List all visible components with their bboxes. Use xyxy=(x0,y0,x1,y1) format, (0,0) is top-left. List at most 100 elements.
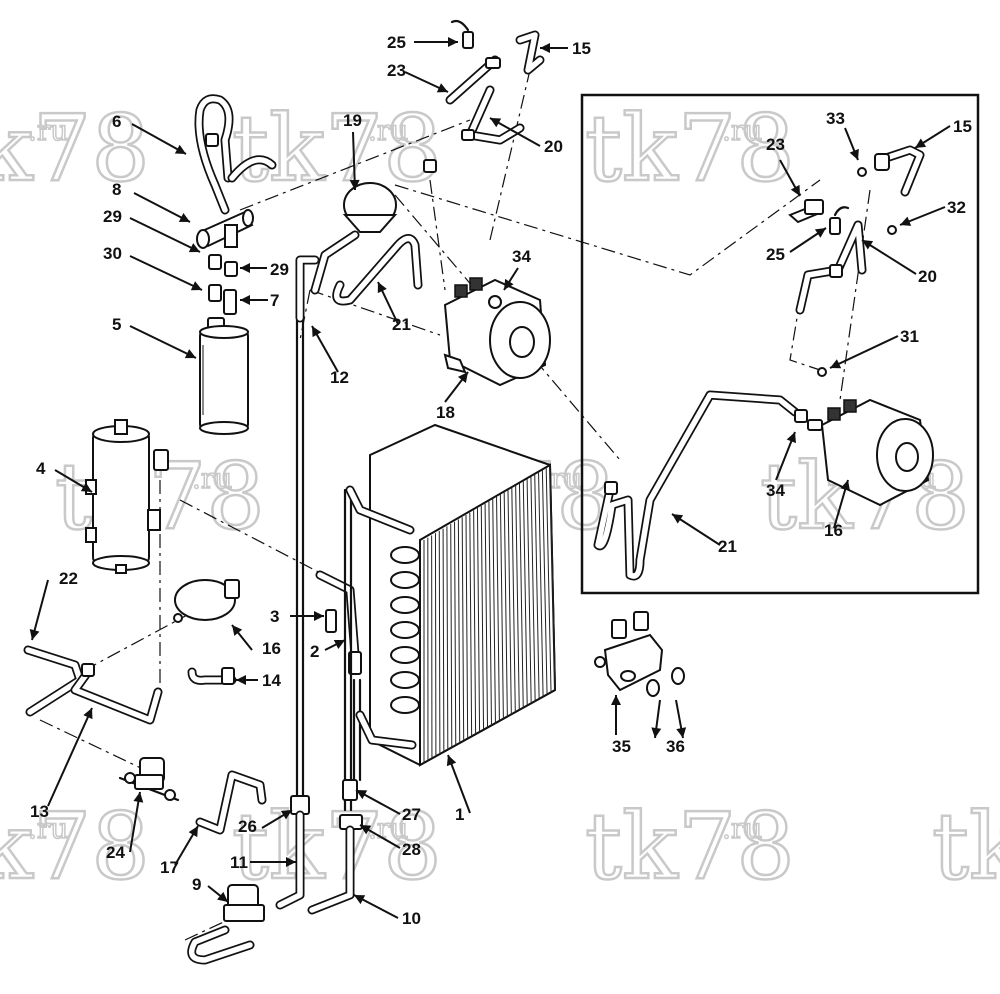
condenser-fin xyxy=(549,464,556,691)
leader-arrowhead xyxy=(286,857,296,867)
inset-callout-16: 16 xyxy=(824,521,843,540)
callout-30: 30 xyxy=(103,244,122,263)
condenser-fin xyxy=(545,467,552,693)
leader-line xyxy=(129,325,197,359)
line-11-12 xyxy=(275,255,320,910)
inset-callout-34: 34 xyxy=(766,481,785,500)
condenser-fin xyxy=(499,494,504,719)
leader-arrowhead xyxy=(349,179,360,190)
leader-arrowhead xyxy=(29,629,40,640)
manifold-35 xyxy=(594,611,685,697)
condenser-fin xyxy=(442,528,445,752)
condenser-fin xyxy=(534,474,540,699)
watermark-suffix: .ru xyxy=(368,812,408,845)
watermark-suffix: .ru xyxy=(722,114,762,147)
solenoid-valve-9 xyxy=(187,884,265,965)
callout-24: 24 xyxy=(106,843,125,862)
callout-10: 10 xyxy=(402,909,421,928)
callout-25: 25 xyxy=(387,33,406,52)
callout-2: 2 xyxy=(310,642,319,661)
condenser-fin xyxy=(515,485,520,710)
callout-20: 20 xyxy=(544,137,563,156)
leader-arrowhead xyxy=(540,43,550,53)
callout-27: 27 xyxy=(402,805,421,824)
receiver-tank-5 xyxy=(199,317,249,435)
leader-arrows xyxy=(29,37,951,919)
condenser-fin xyxy=(541,469,548,695)
tee-fitting-8 xyxy=(196,209,254,249)
watermark-text: tk78 xyxy=(585,95,795,202)
leader-arrowhead xyxy=(174,144,186,154)
callout-28: 28 xyxy=(402,840,421,859)
watermark-suffix: .ru xyxy=(28,812,68,845)
callout-16: 16 xyxy=(262,639,281,658)
callout-29: 29 xyxy=(270,260,289,279)
leader-arrowhead xyxy=(446,755,457,767)
leader-arrowhead xyxy=(814,228,826,238)
callout-12: 12 xyxy=(330,368,349,387)
condenser-fin xyxy=(511,487,516,713)
filter-drier-16 xyxy=(173,579,240,623)
leader-arrowhead xyxy=(786,432,796,444)
bent-tube-21 xyxy=(332,234,423,306)
filter-19 xyxy=(310,182,398,295)
callout-1: 1 xyxy=(455,805,464,824)
callout-8: 8 xyxy=(112,180,121,199)
leader-line xyxy=(447,754,471,814)
condenser-fin xyxy=(518,483,524,708)
leader-arrowhead xyxy=(133,792,144,803)
watermark-suffix: .ru xyxy=(192,462,232,495)
callout-11: 11 xyxy=(230,853,248,872)
leader-line xyxy=(133,192,191,223)
watermark-text: tk78 xyxy=(0,793,150,900)
elbow-14 xyxy=(187,667,237,685)
leader-line xyxy=(861,239,917,275)
leader-arrowhead xyxy=(83,708,93,720)
leader-arrowhead xyxy=(900,216,912,226)
leader-arrowhead xyxy=(504,278,514,290)
condenser-fin xyxy=(507,489,512,715)
leader-line xyxy=(31,579,49,641)
condenser-fin xyxy=(457,519,461,744)
callout-15: 15 xyxy=(572,39,591,58)
condenser-fin xyxy=(438,530,441,755)
callout-4: 4 xyxy=(36,459,46,478)
callout-6: 6 xyxy=(112,112,121,131)
leader-arrowhead xyxy=(830,359,842,369)
condenser-fin xyxy=(496,496,500,721)
condenser-fin xyxy=(522,480,528,706)
callout-22: 22 xyxy=(59,569,78,588)
leader-arrowhead xyxy=(190,281,202,291)
leader-arrowhead xyxy=(676,727,687,738)
bent-tube-17 xyxy=(195,770,267,835)
callout-21: 21 xyxy=(392,315,411,334)
hose-22-13 xyxy=(23,645,163,725)
leader-arrowhead xyxy=(236,675,246,685)
leader-arrowhead xyxy=(240,295,250,305)
leader-arrowhead xyxy=(490,118,502,128)
callout-13: 13 xyxy=(30,802,49,821)
condenser-fin xyxy=(492,499,496,724)
hose-loop-6 xyxy=(194,94,277,215)
condenser-fin xyxy=(476,508,481,733)
callout-17: 17 xyxy=(160,858,179,877)
condenser-fin xyxy=(465,514,469,739)
watermark-text: tk78 xyxy=(932,793,1000,900)
leader-arrowhead xyxy=(611,695,621,705)
leader-arrowhead xyxy=(232,625,243,636)
leader-arrowhead xyxy=(790,184,800,196)
callout-19: 19 xyxy=(343,111,362,130)
callout-3: 3 xyxy=(270,607,279,626)
solenoid-valve-24 xyxy=(118,757,180,802)
condenser-fin xyxy=(526,478,532,704)
condenser-fin xyxy=(538,471,544,697)
leader-arrowhead xyxy=(672,514,684,524)
callout-14: 14 xyxy=(262,671,281,690)
leader-arrowhead xyxy=(333,640,345,649)
watermark-text: tk78 xyxy=(585,793,795,900)
callout-labels: 1 2 3 4 5 6 7 8 9 10 11 12 13 14 15 16 1… xyxy=(30,33,972,928)
watermark-suffix: .ru xyxy=(722,812,762,845)
inset-callout-15: 15 xyxy=(953,117,972,136)
leader-arrowhead xyxy=(436,83,448,93)
